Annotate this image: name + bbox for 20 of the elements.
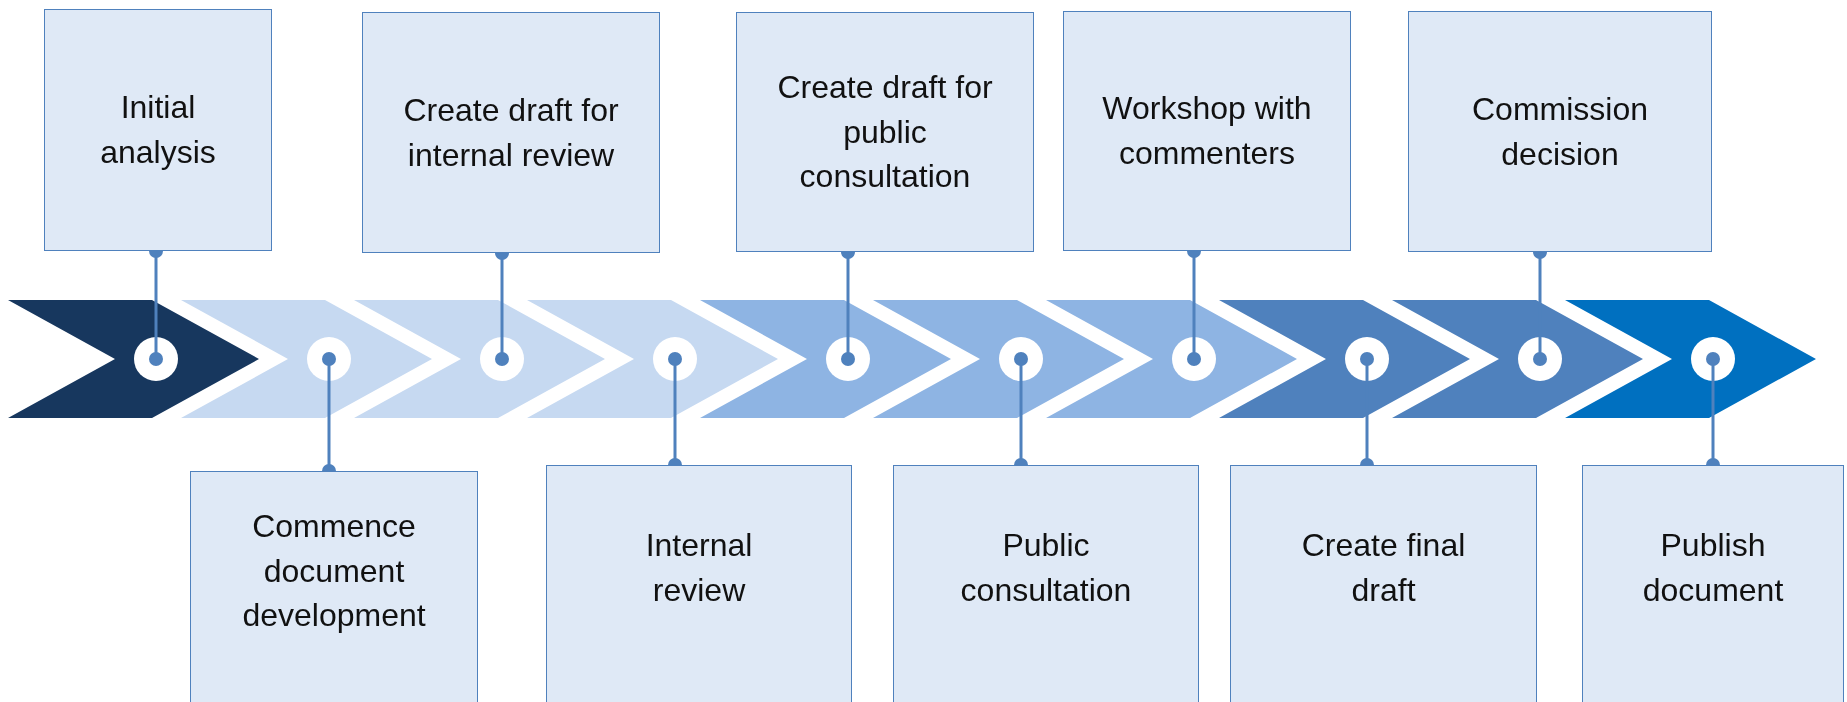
step-box (1582, 465, 1844, 702)
step-box (1230, 465, 1537, 702)
step-label: Internal review (644, 525, 754, 610)
step-label: Create final draft (1301, 525, 1466, 610)
step-label: Workshop with commenters (1101, 89, 1313, 173)
step-box (1063, 11, 1351, 251)
step-label: Public consultation (959, 525, 1133, 610)
step-box (362, 12, 660, 253)
step-box (190, 471, 478, 702)
step-label: Create draft for internal review (402, 90, 620, 175)
step-label: Create draft for public consultation (776, 67, 994, 197)
step-box (44, 9, 272, 251)
step-label: Initial analysis (99, 88, 217, 172)
step-label: Commence document development (241, 506, 427, 636)
step-label: Commission decision (1471, 89, 1649, 174)
step-box (1408, 11, 1712, 252)
step-box (546, 465, 852, 702)
step-box (893, 465, 1199, 702)
step-box (736, 12, 1034, 252)
step-label: Publish document (1641, 525, 1785, 610)
